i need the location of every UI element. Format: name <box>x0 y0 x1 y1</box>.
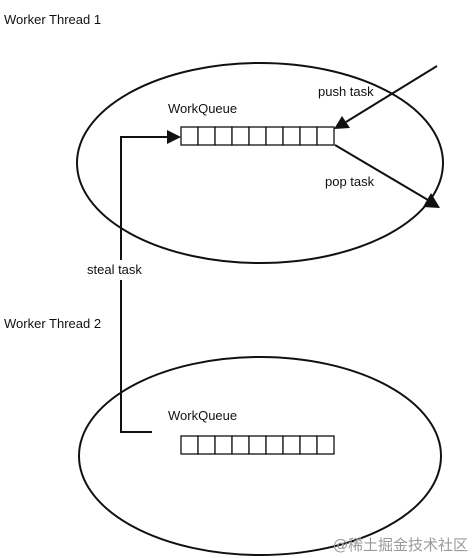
queue-slot <box>299 126 318 146</box>
push-task-arrow <box>334 65 438 129</box>
thread2-queue-label: WorkQueue <box>168 408 237 423</box>
queue-slot <box>197 435 216 455</box>
queue-slot <box>180 435 199 455</box>
pop-task-label: pop task <box>325 174 375 189</box>
push-task-label: push task <box>318 84 374 99</box>
queue-slot <box>299 435 318 455</box>
steal-label-backdrop <box>84 260 158 280</box>
queue-slot <box>316 126 335 146</box>
steal-task-label: steal task <box>87 262 142 277</box>
thread2-workqueue <box>180 435 335 455</box>
queue-slot <box>282 126 301 146</box>
queue-slot <box>265 435 284 455</box>
queue-slot <box>231 435 250 455</box>
steal-task-arrow <box>120 130 181 433</box>
queue-slot <box>248 435 267 455</box>
watermark: @稀土掘金技术社区 <box>333 536 468 554</box>
thread1-boundary <box>76 62 444 264</box>
queue-slot <box>197 126 216 146</box>
queue-slot <box>180 126 199 146</box>
thread1-queue-label: WorkQueue <box>168 101 237 116</box>
thread2-boundary <box>78 356 442 556</box>
queue-slot <box>214 126 233 146</box>
thread2-title: Worker Thread 2 <box>4 316 101 331</box>
queue-slot <box>214 435 233 455</box>
queue-slot <box>265 126 284 146</box>
thread1-workqueue <box>180 126 335 146</box>
queue-slot <box>231 126 250 146</box>
queue-slot <box>316 435 335 455</box>
queue-slot <box>248 126 267 146</box>
pop-task-arrow <box>334 144 440 208</box>
thread1-title: Worker Thread 1 <box>4 12 101 27</box>
queue-slot <box>282 435 301 455</box>
